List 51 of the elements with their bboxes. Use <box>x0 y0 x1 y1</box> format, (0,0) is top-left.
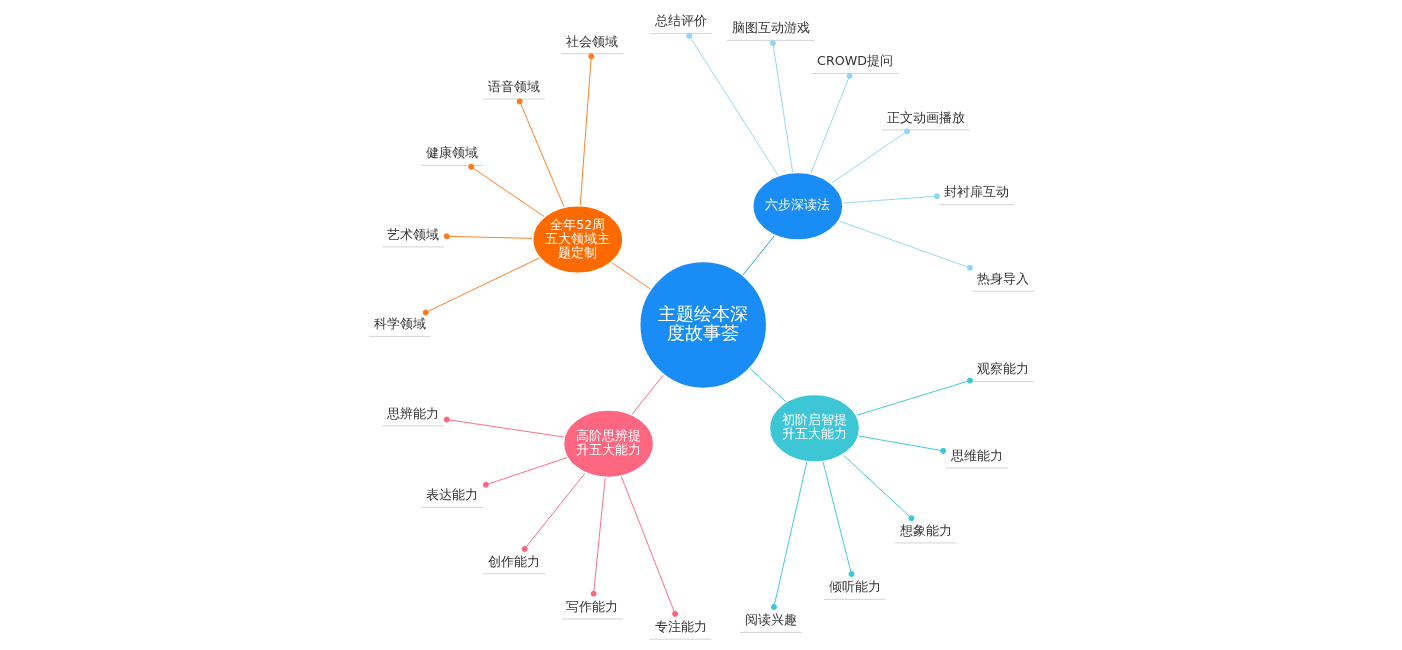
node-text: 表达能力 <box>425 487 478 503</box>
connector <box>858 435 946 454</box>
node-text: 社会领域 <box>565 33 618 49</box>
connector <box>822 461 854 578</box>
node-ellipse: 六步深读法 <box>750 170 845 242</box>
node-text: 科学领域 <box>373 316 426 332</box>
connector <box>742 235 775 276</box>
connector <box>516 98 564 208</box>
connector <box>830 128 910 184</box>
connector <box>749 368 786 402</box>
node-text: 思辨能力 <box>386 405 439 421</box>
connector <box>842 193 940 204</box>
connector <box>838 220 973 271</box>
node-text: 阅读兴趣 <box>744 612 797 628</box>
node-text: CROWD提问 <box>816 53 893 69</box>
node-text: 写作能力 <box>565 598 618 614</box>
connector <box>610 262 651 290</box>
node-ellipse: 全年52周五大领域主题定制 <box>530 204 625 275</box>
node-text: 创作能力 <box>487 553 540 569</box>
connector <box>631 374 664 415</box>
node-circle: 主题绘本深度故事荟 <box>637 259 768 391</box>
node-ellipse: 初阶启智提升五大能力 <box>767 392 861 464</box>
connector <box>590 477 606 597</box>
node-text: 热身导入 <box>976 270 1029 286</box>
node-text: 语音领域 <box>487 78 540 94</box>
node-text: 观察能力 <box>976 361 1029 377</box>
node-text: 脑图互动游戏 <box>731 20 810 36</box>
connector <box>620 476 678 617</box>
connector <box>769 40 793 173</box>
connector <box>770 461 807 610</box>
connector <box>443 233 533 240</box>
node-text: 正文动画播放 <box>886 109 965 125</box>
connector <box>521 472 585 552</box>
connector <box>482 457 567 488</box>
connector <box>422 257 540 316</box>
node-text: 健康领域 <box>425 145 478 161</box>
connector <box>685 32 779 176</box>
node-text: 封衬扉互动 <box>943 184 1009 200</box>
node-ellipse: 高阶思辨提升五大能力 <box>561 408 655 480</box>
node-text: 想象能力 <box>899 522 952 538</box>
node-text: 总结评价 <box>654 13 707 29</box>
node-text: 艺术领域 <box>386 226 439 242</box>
node-text: 专注能力 <box>654 618 707 634</box>
connector <box>855 377 973 416</box>
connector <box>579 53 594 206</box>
connector <box>443 416 564 438</box>
connector <box>467 163 544 217</box>
node-text: 倾听能力 <box>828 579 881 595</box>
connector <box>842 454 914 522</box>
connector <box>809 72 853 174</box>
node-text: 思维能力 <box>950 447 1003 463</box>
